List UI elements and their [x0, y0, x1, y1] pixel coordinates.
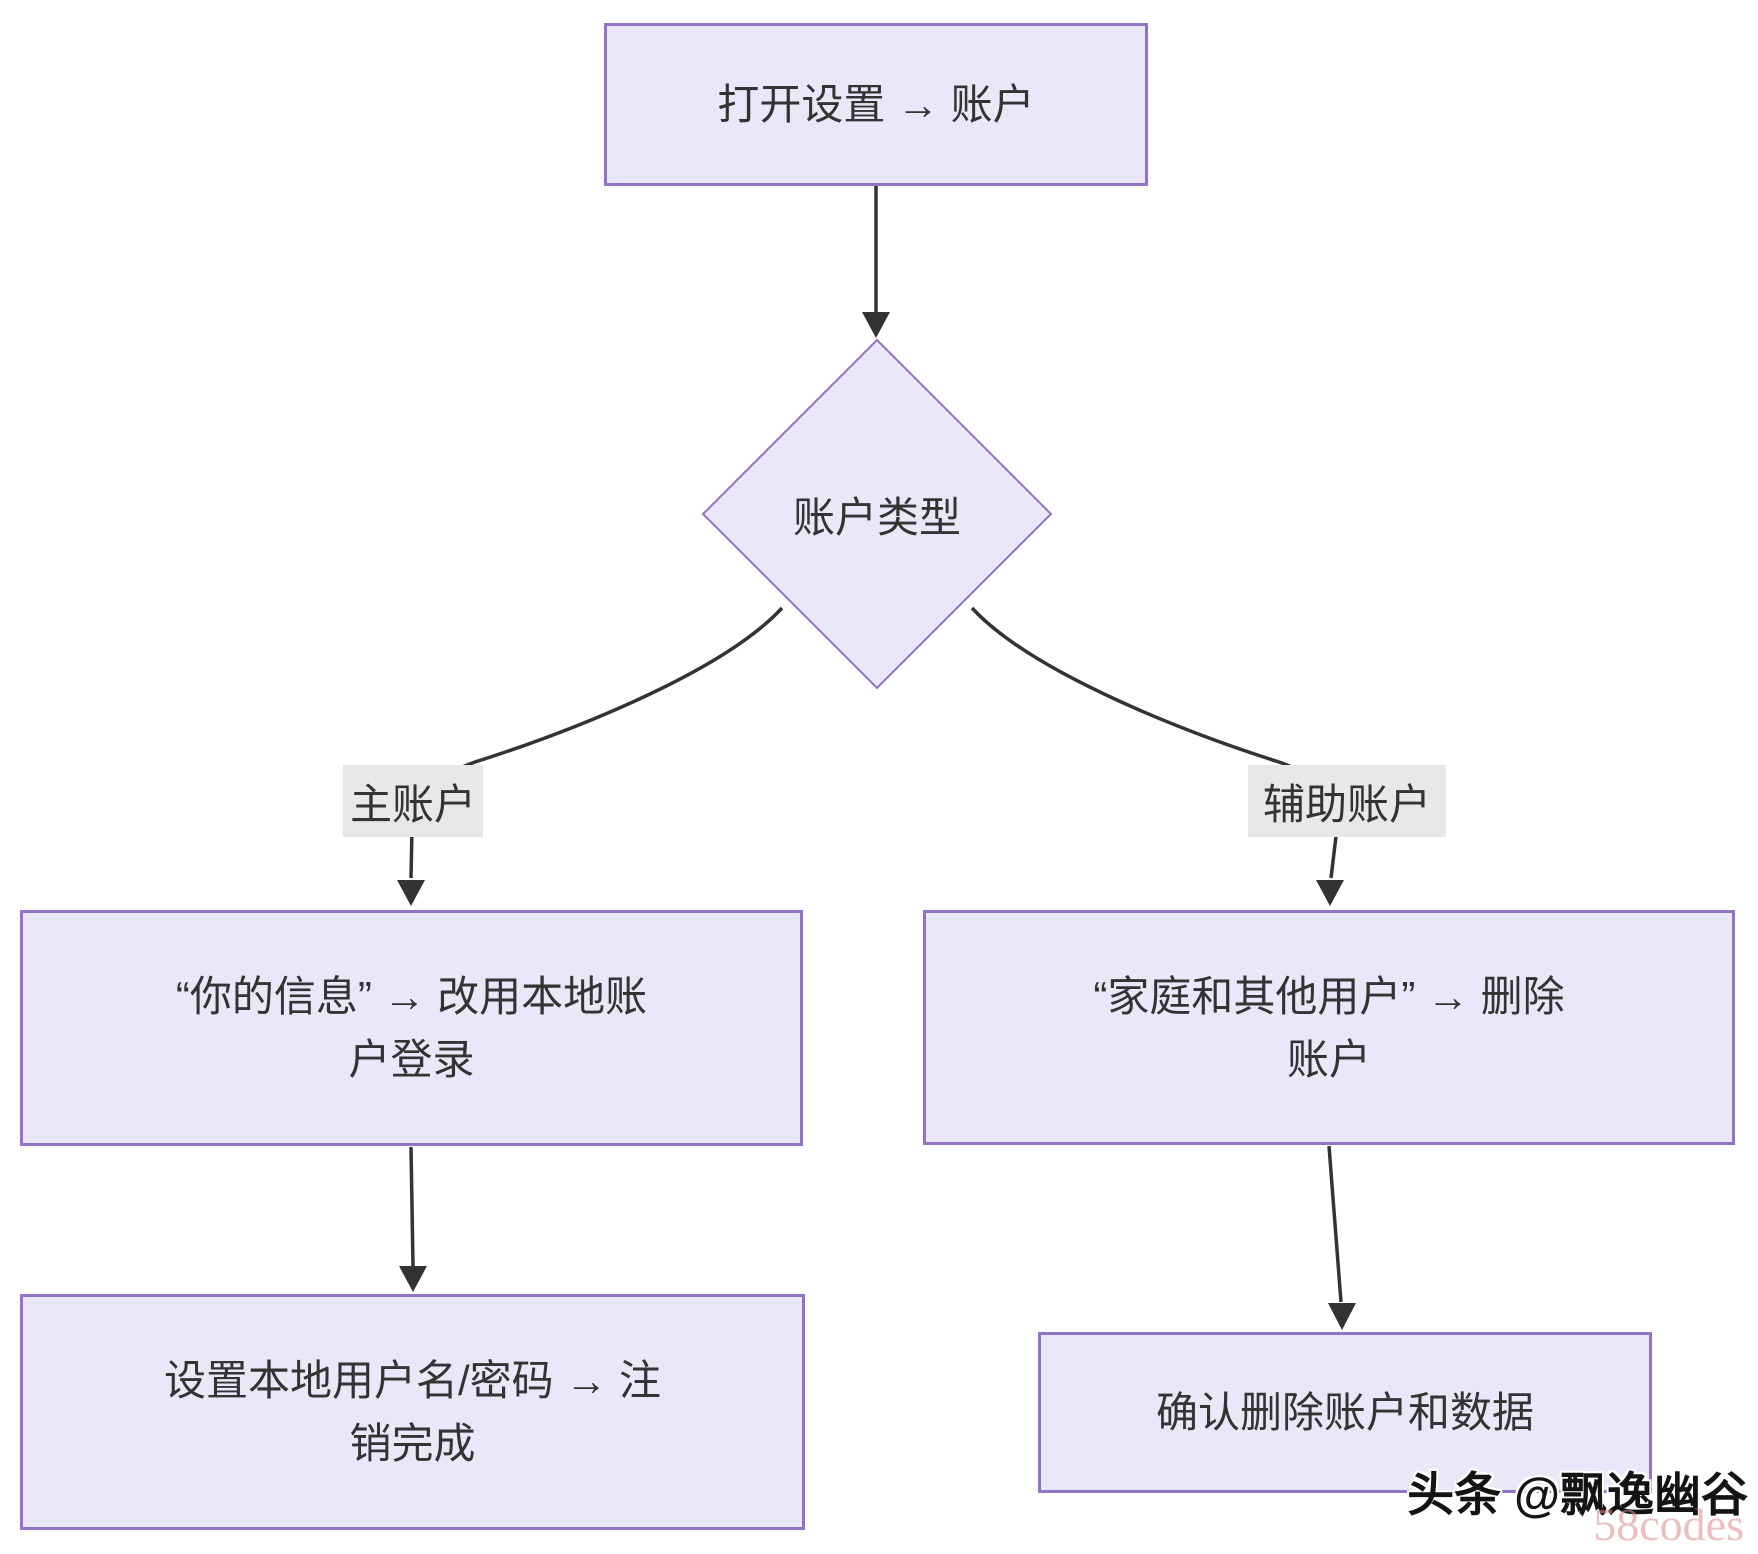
node-set-local: 设置本地用户名/密码 → 注 销完成	[20, 1294, 805, 1530]
edge-your-info-to-set-local	[409, 1146, 415, 1267]
node-open-settings-label: 打开设置 → 账户	[717, 81, 1035, 128]
edge-label-primary-account: 主账户	[343, 765, 483, 837]
node-account-type: 账户类型	[702, 462, 1052, 566]
node-your-info: “你的信息” → 改用本地账 户登录	[20, 910, 803, 1146]
arrowhead-confirm-delete	[1328, 1303, 1356, 1330]
arrowhead-decision	[862, 312, 890, 338]
watermark-byline: 头条 @飘逸幽谷	[1407, 1468, 1748, 1521]
node-your-info-label: “你的信息” → 改用本地账 户登录	[175, 973, 648, 1083]
node-open-settings: 打开设置 → 账户	[604, 23, 1148, 186]
node-account-type-label: 账户类型	[792, 493, 961, 541]
node-set-local-label: 设置本地用户名/密码 → 注 销完成	[163, 1357, 661, 1467]
node-family-users: “家庭和其他用户” → 删除 账户	[923, 910, 1735, 1145]
edge-label-secondary-account: 辅助账户	[1248, 765, 1446, 837]
edge-label-primary-text: 主账户	[349, 780, 476, 828]
node-confirm-delete-label: 确认删除账户和数据	[1155, 1389, 1534, 1436]
edge-label-secondary-text: 辅助账户	[1262, 780, 1431, 828]
arrowhead-your-info	[397, 880, 425, 906]
arrowhead-set-local	[399, 1266, 427, 1292]
node-confirm-delete: 确认删除账户和数据	[1038, 1332, 1652, 1493]
edge-primary-branch	[409, 606, 784, 879]
edge-secondary-branch	[970, 606, 1340, 879]
watermark-site: 58codes	[1593, 1499, 1744, 1550]
edge-family-to-confirm	[1327, 1145, 1343, 1303]
arrowhead-family-users	[1316, 880, 1344, 906]
node-family-users-label: “家庭和其他用户” → 删除 账户	[1093, 972, 1565, 1083]
